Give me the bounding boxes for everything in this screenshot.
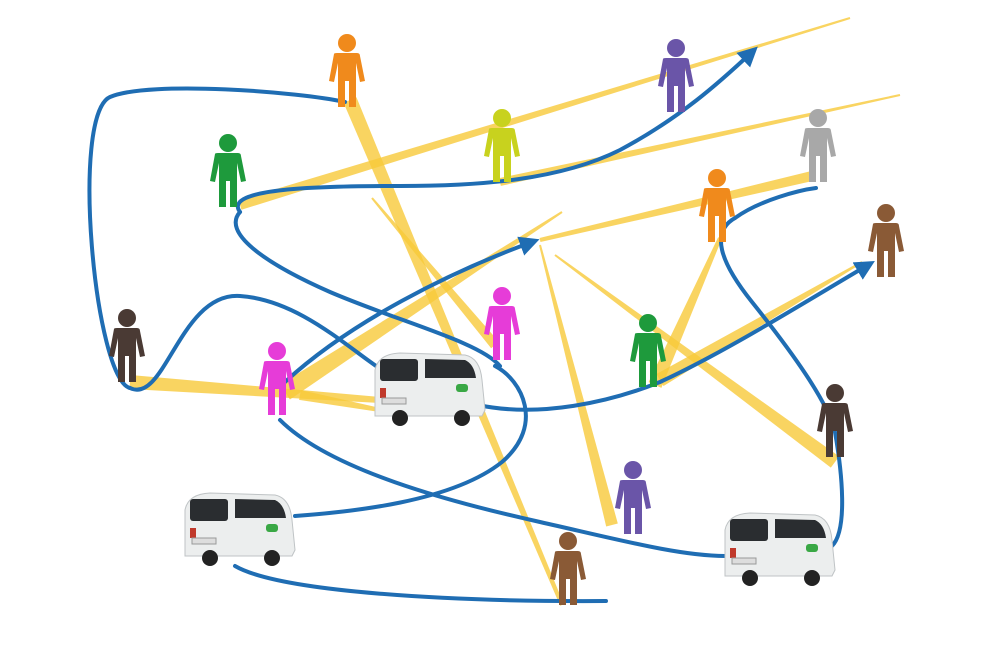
van-license-plate [381,397,407,405]
van-wheel [742,570,758,586]
van-side-window [235,499,286,518]
route-arrow [235,46,758,214]
person-lime-icon [484,109,520,182]
van-license-plate [191,537,217,545]
person-body [329,53,365,107]
van-wheel [454,410,470,426]
person-brown-icon [550,532,586,605]
route-path [233,210,502,368]
route-path [293,364,528,518]
person-head [667,39,685,57]
person-head [826,384,844,402]
person-body [615,480,651,534]
person-head [118,309,136,327]
person-head [219,134,237,152]
person-body [109,328,145,382]
van-tail-light [380,388,386,398]
person-brown-icon [868,204,904,277]
light-beam [129,375,381,403]
person-dark-brown-icon [817,384,853,457]
route-path [233,564,608,604]
van-logo [266,524,278,532]
route-path [278,418,727,558]
person-magenta-icon [484,287,520,360]
route-path [718,216,845,548]
vans-layer [184,352,836,586]
person-orange-icon [699,169,735,242]
light-beam [371,197,499,349]
route-path [128,293,387,392]
light-beam [238,17,851,210]
light-beam [648,237,722,388]
person-body [658,58,694,112]
people-layer [109,34,904,605]
van-left [184,492,296,566]
route-arrow [476,260,875,412]
person-head [268,342,286,360]
person-head [877,204,895,222]
van-logo [456,384,468,392]
person-head [708,169,726,187]
light-beam [539,171,814,242]
person-head [559,532,577,550]
van-side-window [775,519,826,538]
van-logo [806,544,818,552]
person-head [624,461,642,479]
person-dark-brown-icon [109,309,145,382]
van-center [374,352,486,426]
person-head [639,314,657,332]
light-beam [656,261,863,387]
person-body [817,403,853,457]
person-body [210,153,246,207]
light-beam [539,244,618,527]
light-beam [343,97,564,606]
person-magenta-icon [259,342,295,415]
person-head [809,109,827,127]
van-rear-window [380,359,418,381]
person-orange-icon [329,34,365,107]
person-body [259,361,295,415]
light-beam [499,94,901,186]
person-purple-icon [658,39,694,112]
person-green-icon [630,314,666,387]
person-body [484,306,520,360]
van-rear-window [730,519,768,541]
van-wheel [264,550,280,566]
person-head [493,287,511,305]
van-side-window [425,359,476,378]
person-body [484,128,520,182]
person-body [550,551,586,605]
van-tail-light [190,528,196,538]
route-path [87,86,347,390]
van-license-plate [731,557,757,565]
person-head [338,34,356,52]
route-arrow [283,236,540,384]
van-right [724,512,836,586]
person-body [800,128,836,182]
person-body [630,333,666,387]
light-beam [299,390,381,412]
routes-layer [87,46,875,604]
route-path [733,186,818,220]
van-tail-light [730,548,736,558]
van-wheel [392,410,408,426]
person-body [868,223,904,277]
van-rear-window [190,499,228,521]
van-wheel [202,550,218,566]
van-wheel [804,570,820,586]
person-green-icon [210,134,246,207]
beams-layer [129,17,901,606]
person-body [699,188,735,242]
person-head [493,109,511,127]
person-gray-icon [800,109,836,182]
person-purple-icon [615,461,651,534]
